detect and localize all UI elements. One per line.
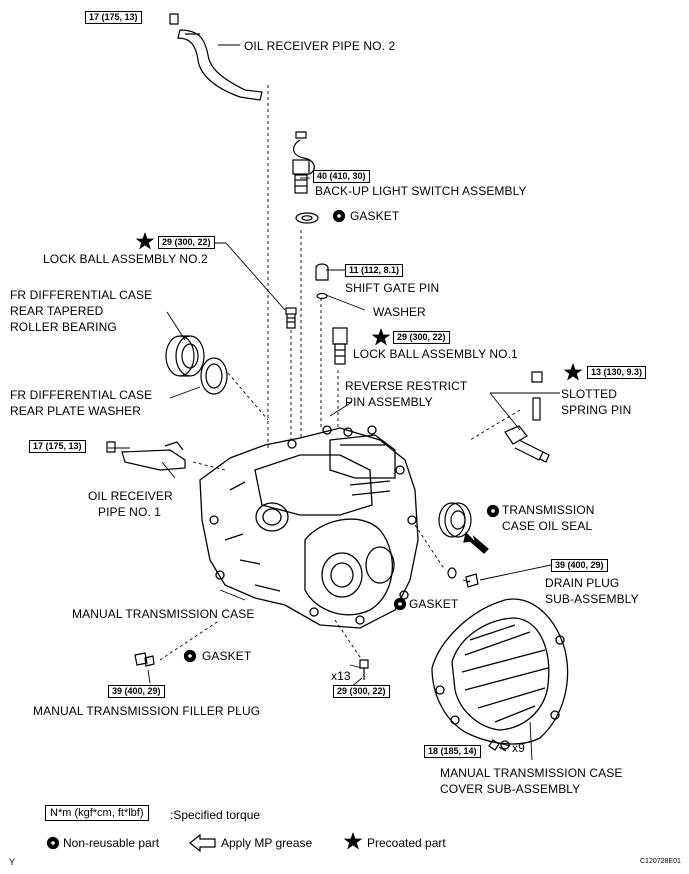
case-cover	[431, 598, 569, 750]
legend-mp-grease: Apply MP grease	[221, 836, 313, 850]
label-gasket-mid: GASKET	[409, 597, 459, 611]
torque-backup-switch: 40 (410, 30)	[313, 170, 370, 183]
shift-gate-pin-part	[315, 263, 329, 300]
legend-precoated: Precoated part	[367, 836, 446, 850]
torque-cover-bolts: 18 (185, 14)	[424, 745, 481, 758]
label-oil-receiver-pipe-1b: PIPE NO. 1	[98, 505, 162, 519]
label-filler-plug: MANUAL TRANSMISSION FILLER PLUG	[33, 704, 261, 718]
torque-oil-pipe-2: 17 (175, 13)	[85, 11, 142, 24]
label-reverse-restrict-1: REVERSE RESTRICT	[345, 379, 468, 393]
footer-left-code: Y	[9, 857, 16, 867]
label-gasket-filler: GASKET	[202, 649, 252, 663]
label-shift-gate-pin: SHIFT GATE PIN	[345, 281, 440, 295]
legend-non-reusable: Non-reusable part	[63, 836, 160, 850]
cover-bolt-part	[488, 739, 507, 752]
label-reverse-restrict-2: PIN ASSEMBLY	[345, 395, 433, 409]
label-x13: x13	[331, 669, 351, 683]
label-lock-ball-2: LOCK BALL ASSEMBLY NO.2	[43, 252, 208, 266]
label-fr-diff-washer-2: REAR PLATE WASHER	[10, 404, 142, 418]
label-lock-ball-1: LOCK BALL ASSEMBLY NO.1	[353, 347, 518, 361]
label-case-cover-2: COVER SUB-ASSEMBLY	[440, 782, 581, 796]
legend-torque-unit: N*m (kgf*cm, ft*lbf)	[45, 805, 149, 821]
leader-lines	[108, 44, 560, 761]
footer-right-code: C120728E01	[640, 858, 681, 865]
torque-shift-gate-pin: 11 (112, 8.1)	[345, 264, 404, 277]
oil-receiver-pipe-no2	[169, 13, 263, 101]
label-washer: WASHER	[373, 305, 426, 319]
lock-ball-no2-part	[285, 307, 297, 329]
torque-lock-ball-1: 29 (300, 22)	[393, 331, 450, 344]
torque-slotted-pin: 13 (130, 9.3)	[587, 366, 647, 379]
label-drain-plug-1: DRAIN PLUG	[545, 576, 620, 590]
label-fr-diff-bearing-2: REAR TAPERED	[10, 304, 104, 318]
label-oil-receiver-pipe-2: OIL RECEIVER PIPE NO. 2	[244, 39, 396, 53]
filler-plug-part	[134, 652, 155, 667]
label-case-cover-1: MANUAL TRANSMISSION CASE	[440, 766, 623, 780]
oil-seal-part	[438, 502, 472, 538]
legend-grease-arrow	[189, 833, 216, 853]
label-slotted-pin-1: SLOTTED	[561, 387, 618, 401]
plate-washer-part	[200, 357, 228, 395]
torque-oil-pipe-1: 17 (175, 13)	[29, 440, 86, 453]
label-x9: x9	[512, 741, 525, 755]
torque-lock-ball-2: 29 (300, 22)	[158, 236, 215, 249]
mp-grease-arrow	[463, 531, 489, 554]
bearing-part	[165, 335, 205, 377]
label-fr-diff-washer-1: FR DIFFERENTIAL CASE	[10, 388, 153, 402]
transmission-case	[199, 425, 419, 629]
non-reusable-markers	[46, 209, 500, 850]
label-manual-trans-case: MANUAL TRANSMISSION CASE	[72, 607, 255, 621]
label-fr-diff-bearing-1: FR DIFFERENTIAL CASE	[10, 288, 153, 302]
slotted-pin-part	[531, 371, 543, 421]
label-fr-diff-bearing-3: ROLLER BEARING	[10, 320, 117, 334]
torque-drain-plug: 39 (400, 29)	[551, 559, 608, 572]
legend-torque-desc: :Specified torque	[170, 808, 261, 822]
torque-case-bolts: 29 (300, 22)	[333, 685, 390, 698]
label-oil-receiver-pipe-1a: OIL RECEIVER	[88, 489, 173, 503]
label-drain-plug-2: SUB-ASSEMBLY	[545, 592, 639, 606]
oil-receiver-pipe-no1	[106, 441, 186, 471]
label-oil-seal-1: TRANSMISSION	[502, 503, 595, 517]
torque-filler-plug: 39 (400, 29)	[108, 685, 165, 698]
drain-plug-part	[447, 567, 479, 588]
label-slotted-pin-2: SPRING PIN	[561, 403, 632, 417]
label-gasket-top: GASKET	[350, 209, 400, 223]
label-backup-light-switch: BACK-UP LIGHT SWITCH ASSEMBLY	[315, 184, 527, 198]
lock-ball-no1-part	[332, 327, 348, 365]
precoated-stars	[135, 232, 583, 850]
reverse-restrict-pin-part	[504, 425, 550, 463]
case-bolt-part	[359, 659, 369, 680]
backup-light-switch	[292, 131, 319, 224]
label-oil-seal-2: CASE OIL SEAL	[502, 519, 593, 533]
